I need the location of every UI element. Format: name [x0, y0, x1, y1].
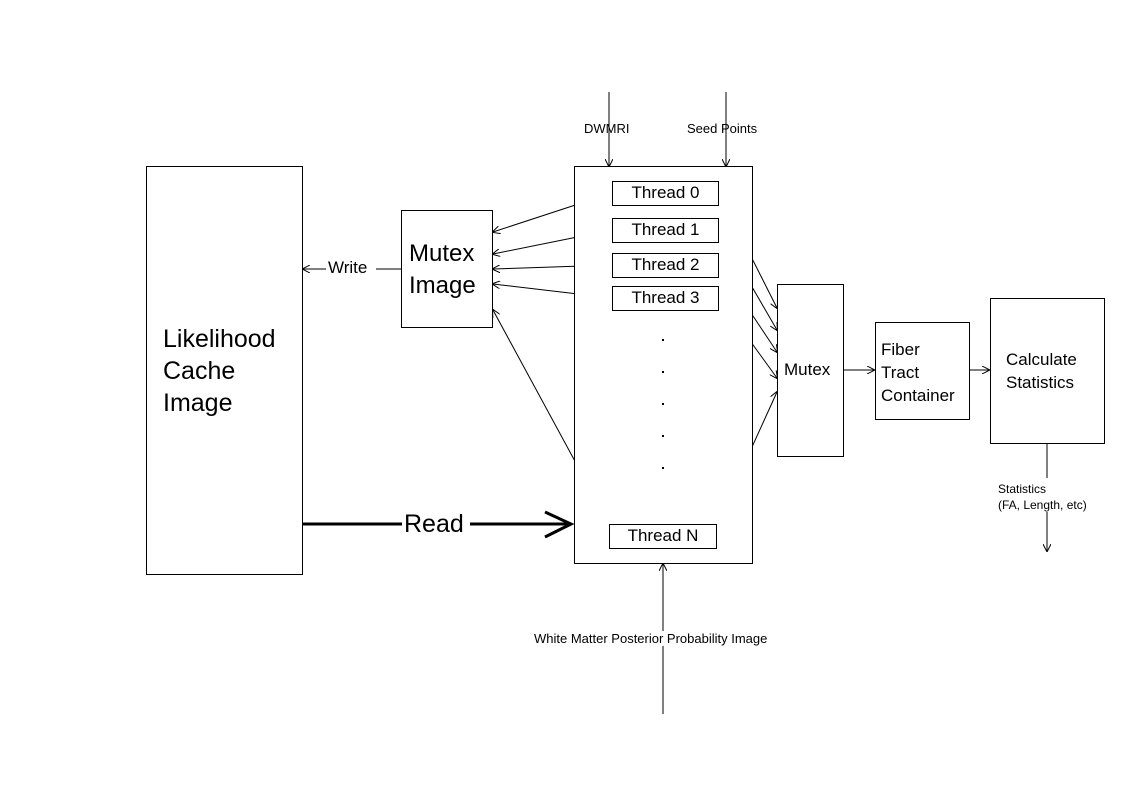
thread-2: Thread 2	[612, 253, 719, 278]
fiber-tract-container-box: Fiber Tract Container	[875, 322, 970, 420]
white-matter-label: White Matter Posterior Probability Image	[533, 631, 769, 646]
thread-1: Thread 1	[612, 218, 719, 243]
read-label: Read	[404, 510, 464, 538]
likelihood-cache-image-box: Likelihood Cache Image	[146, 166, 303, 575]
ellipsis-dot	[662, 403, 664, 405]
write-label: Write	[328, 258, 368, 277]
mutex-image-label: Mutex Image	[409, 240, 476, 299]
likelihood-cache-image-label: Likelihood Cache Image	[163, 325, 276, 417]
thread-3: Thread 3	[612, 286, 719, 311]
mutex-box: Mutex	[777, 284, 844, 457]
ellipsis-dot	[662, 435, 664, 437]
mutex-label: Mutex	[784, 360, 831, 379]
thread-n: Thread N	[609, 524, 717, 549]
calculate-statistics-label: Calculate Statistics	[1006, 350, 1077, 392]
ellipsis-dot	[662, 467, 664, 469]
calculate-statistics-box: Calculate Statistics	[990, 298, 1105, 444]
thread-0: Thread 0	[612, 181, 719, 206]
fiber-tract-container-label: Fiber Tract Container	[881, 340, 955, 405]
seed-points-label: Seed Points	[687, 121, 758, 136]
mutex-image-box: Mutex Image	[401, 210, 493, 328]
ellipsis-dot	[662, 371, 664, 373]
statistics-output-label: Statistics (FA, Length, etc)	[998, 482, 1087, 512]
read-arrowhead	[544, 510, 575, 539]
dwmri-label: DWMRI	[584, 121, 630, 136]
ellipsis-dot	[662, 339, 664, 341]
